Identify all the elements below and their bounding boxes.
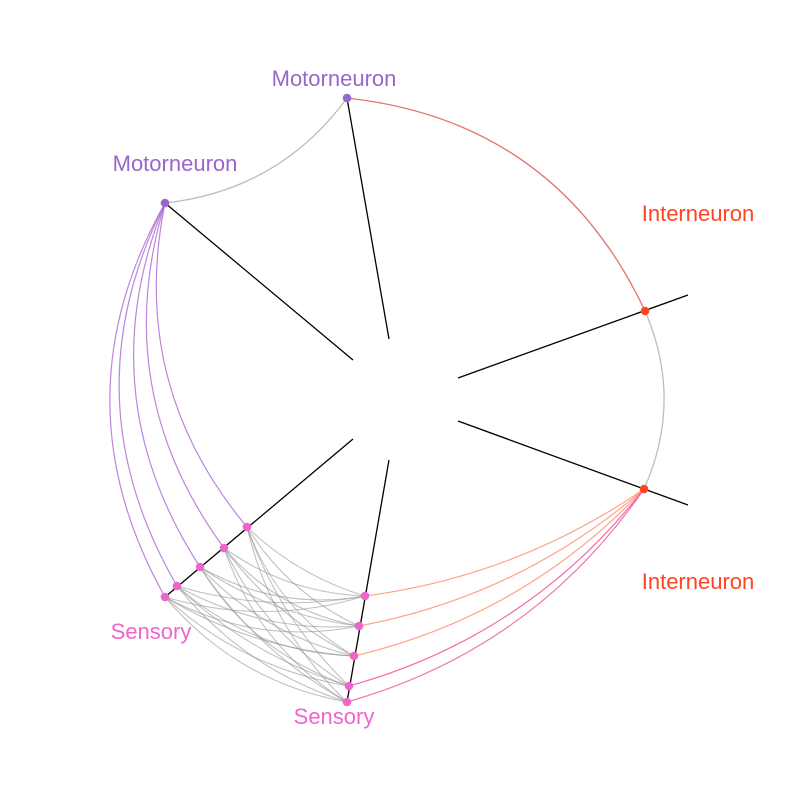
edge-sensory-sensory	[176, 585, 360, 628]
edge-sensory-sensory	[223, 547, 360, 627]
edge-motor-sensory	[118, 202, 178, 587]
edge-inter-sensory	[358, 488, 645, 627]
node-sensory-left	[172, 581, 182, 591]
axis-motorneuron-top	[346, 97, 390, 340]
axis-label-motorneuron-left: Motorneuron	[113, 151, 238, 176]
axis-sensory-bottom	[346, 459, 390, 703]
edge-layer	[109, 97, 665, 703]
edge-inter-sensory	[353, 488, 645, 657]
node-sensory-bottom	[360, 591, 370, 601]
edge-sensory-sensory	[164, 596, 350, 687]
node-sensory-left	[219, 543, 229, 553]
axis-label-interneuron-bottom: Interneuron	[642, 569, 755, 594]
edge-motor-sensory	[109, 202, 166, 598]
axis-label-sensory-bottom: Sensory	[294, 704, 375, 729]
node-layer	[160, 93, 650, 707]
edge-inter-inter	[643, 310, 665, 490]
node-motorneuron-top	[342, 93, 352, 103]
edge-sensory-sensory	[164, 596, 360, 633]
node-interneuron-right	[640, 306, 650, 316]
edge-sensory-sensory	[164, 596, 355, 657]
edge-sensory-sensory	[164, 596, 348, 703]
edge-sensory-sensory	[223, 547, 348, 703]
axis-label-interneuron-right: Interneuron	[642, 201, 755, 226]
axis-sensory-left	[164, 438, 354, 598]
axis-label-motorneuron-top: Motorneuron	[272, 66, 397, 91]
edge-sensory-sensory	[223, 547, 350, 687]
axis-label-sensory-left: Sensory	[111, 619, 192, 644]
edge-motor-sensory	[145, 202, 225, 549]
axis-interneuron-right	[457, 294, 689, 379]
axis-motorneuron-left	[164, 202, 354, 361]
edge-sensory-sensory	[246, 526, 350, 687]
edge-sensory-sensory	[246, 526, 366, 597]
edge-sensory-sensory	[246, 526, 348, 703]
edge-motor-motor	[164, 97, 348, 204]
edge-inter-sensory	[348, 488, 645, 687]
edge-inter-sensory	[364, 488, 645, 597]
node-interneuron-bottom	[639, 484, 649, 494]
edge-sensory-sensory	[199, 566, 348, 703]
node-sensory-bottom	[344, 681, 354, 691]
edge-sensory-sensory	[223, 547, 366, 597]
edge-motor-sensory	[155, 202, 248, 528]
axis-layer	[164, 97, 689, 703]
node-sensory-bottom	[354, 621, 364, 631]
node-sensory-left	[160, 592, 170, 602]
edge-sensory-sensory	[223, 547, 355, 657]
node-sensory-bottom	[342, 697, 352, 707]
edge-inter-sensory	[346, 488, 645, 703]
edge-sensory-sensory	[176, 585, 366, 604]
edge-sensory-sensory	[199, 566, 366, 601]
edge-sensory-sensory	[246, 526, 355, 657]
axis-interneuron-bottom	[457, 420, 689, 506]
edge-sensory-sensory	[176, 585, 350, 687]
node-sensory-left	[195, 562, 205, 572]
edge-sensory-sensory	[199, 566, 360, 627]
edge-sensory-sensory	[246, 526, 360, 627]
edge-motor-sensory	[132, 202, 201, 568]
edge-sensory-sensory	[164, 595, 366, 613]
edge-sensory-sensory	[199, 566, 355, 657]
node-sensory-left	[242, 522, 252, 532]
edge-motor-inter	[346, 97, 646, 312]
node-motorneuron-left	[160, 198, 170, 208]
node-sensory-bottom	[349, 651, 359, 661]
